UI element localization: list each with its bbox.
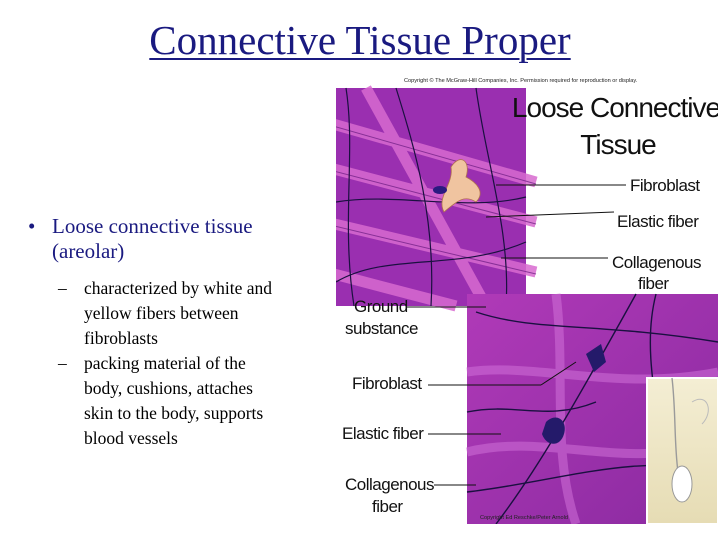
tissue-figure: Copyright © The McGraw-Hill Companies, I… [336, 72, 718, 524]
bullet-text-line: (areolar) [52, 239, 125, 263]
slide-title: Connective Tissue Proper [149, 17, 571, 63]
sub-bullet-marker: – [58, 278, 67, 298]
label-collagenous-lower-1: Collagenous [345, 475, 434, 494]
upper-micrograph [336, 85, 538, 312]
sub-bullet-item: – characterized by white and yellow fibe… [58, 276, 328, 351]
sub-bullet-text: characterized by white and yellow fibers… [84, 278, 273, 348]
label-fibroblast-upper: Fibroblast [630, 176, 700, 195]
label-ground-2: substance [345, 319, 418, 338]
bullet-text-line: Loose connective tissue [52, 214, 253, 238]
copyright-bottom: Copyright Ed Reschke/Peter Arnold [480, 515, 568, 521]
figure-heading-line2: Tissue [580, 129, 656, 160]
sub-bullet-text: packing material of the body, cushions, … [84, 353, 264, 448]
sub-bullet-list: – characterized by white and yellow fibe… [58, 276, 328, 451]
label-elastic-fiber-lower: Elastic fiber [342, 424, 424, 443]
figure-heading-line1: Loose Connective [512, 92, 718, 123]
skin-inset [646, 377, 718, 524]
label-collagenous-lower-2: fiber [372, 497, 403, 516]
bullet-main: • Loose connective tissue (areolar) [28, 214, 328, 264]
label-fibroblast-lower: Fibroblast [352, 374, 422, 393]
sub-bullet-item: – packing material of the body, cushions… [58, 351, 328, 451]
sub-bullet-marker: – [58, 353, 67, 373]
leader-line [540, 361, 577, 386]
label-collagenous-upper-2: fiber [638, 274, 669, 293]
label-collagenous-upper-1: Collagenous [612, 253, 701, 272]
label-elastic-fiber-upper: Elastic fiber [617, 212, 699, 231]
label-ground-1: Ground [354, 297, 408, 316]
copyright-top: Copyright © The McGraw-Hill Companies, I… [404, 77, 638, 84]
bullet-text: Loose connective tissue (areolar) [52, 214, 253, 264]
bullet-marker: • [28, 214, 36, 238]
bullet-list: • Loose connective tissue (areolar) – ch… [28, 214, 328, 451]
leader-line [485, 211, 615, 218]
